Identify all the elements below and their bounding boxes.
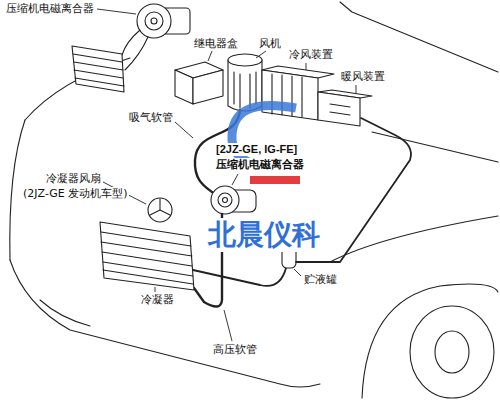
blower-top bbox=[228, 54, 262, 66]
coil-fins bbox=[73, 54, 124, 86]
part-label: 高压软管 bbox=[212, 343, 258, 356]
clutch-pulley bbox=[137, 4, 171, 38]
part-label: 冷风装置 bbox=[288, 48, 334, 61]
relay-box bbox=[193, 70, 223, 104]
part-label: 压缩机电磁离合器 bbox=[5, 2, 95, 15]
watermark: 北晨仪科 bbox=[207, 218, 321, 252]
leader-line bbox=[232, 174, 238, 185]
condenser bbox=[100, 222, 194, 290]
logo-mark bbox=[250, 176, 300, 184]
leader-line bbox=[294, 269, 301, 276]
heater-unit bbox=[318, 92, 360, 126]
heater-pipes bbox=[330, 104, 350, 115]
part-label: 暖风装置 bbox=[340, 70, 386, 83]
model-label: (2JZ-GE 发动机车型) bbox=[22, 187, 129, 200]
part-label: 冷凝器风扇 bbox=[45, 172, 102, 185]
leader-line bbox=[256, 51, 266, 58]
compressor-clutch bbox=[211, 186, 239, 214]
compressor-clutch bbox=[218, 193, 232, 207]
part-label: 吸气软管 bbox=[128, 111, 174, 124]
part-label: 冷凝器 bbox=[140, 293, 175, 306]
condenser-fan bbox=[148, 198, 172, 222]
compressor-clutch bbox=[223, 198, 228, 203]
leader-line bbox=[224, 310, 232, 341]
part-label: 继电器盒 bbox=[193, 37, 239, 50]
leader-line bbox=[155, 287, 156, 292]
relay-box bbox=[175, 70, 193, 104]
grille-line bbox=[40, 300, 90, 326]
part-label: 压缩机电磁离合器 bbox=[215, 158, 305, 171]
cowl-line bbox=[372, 132, 498, 162]
wheel-arch bbox=[362, 284, 498, 398]
leader-line bbox=[97, 9, 136, 14]
leader-line bbox=[356, 85, 357, 93]
clutch-center bbox=[151, 18, 157, 24]
part-label: 风机 bbox=[258, 37, 282, 50]
liquid-line bbox=[193, 268, 286, 286]
condenser-fins bbox=[101, 232, 193, 284]
leader-line bbox=[208, 51, 212, 61]
part-label: 贮液罐 bbox=[303, 273, 338, 286]
evaporator-unit bbox=[262, 70, 318, 120]
clutch-hose bbox=[122, 30, 140, 55]
clutch-hose bbox=[125, 37, 148, 70]
fan-blades bbox=[150, 199, 170, 215]
leader-line bbox=[306, 63, 307, 70]
model-label: [2JZ-GE, IG-FE] bbox=[215, 143, 298, 156]
coil bbox=[72, 46, 124, 92]
blower-ribs bbox=[234, 72, 256, 108]
windshield bbox=[340, 2, 498, 72]
leader-line bbox=[175, 122, 193, 138]
clutch-hub bbox=[145, 12, 163, 30]
wheel-hub bbox=[435, 331, 469, 373]
tire bbox=[410, 306, 494, 398]
